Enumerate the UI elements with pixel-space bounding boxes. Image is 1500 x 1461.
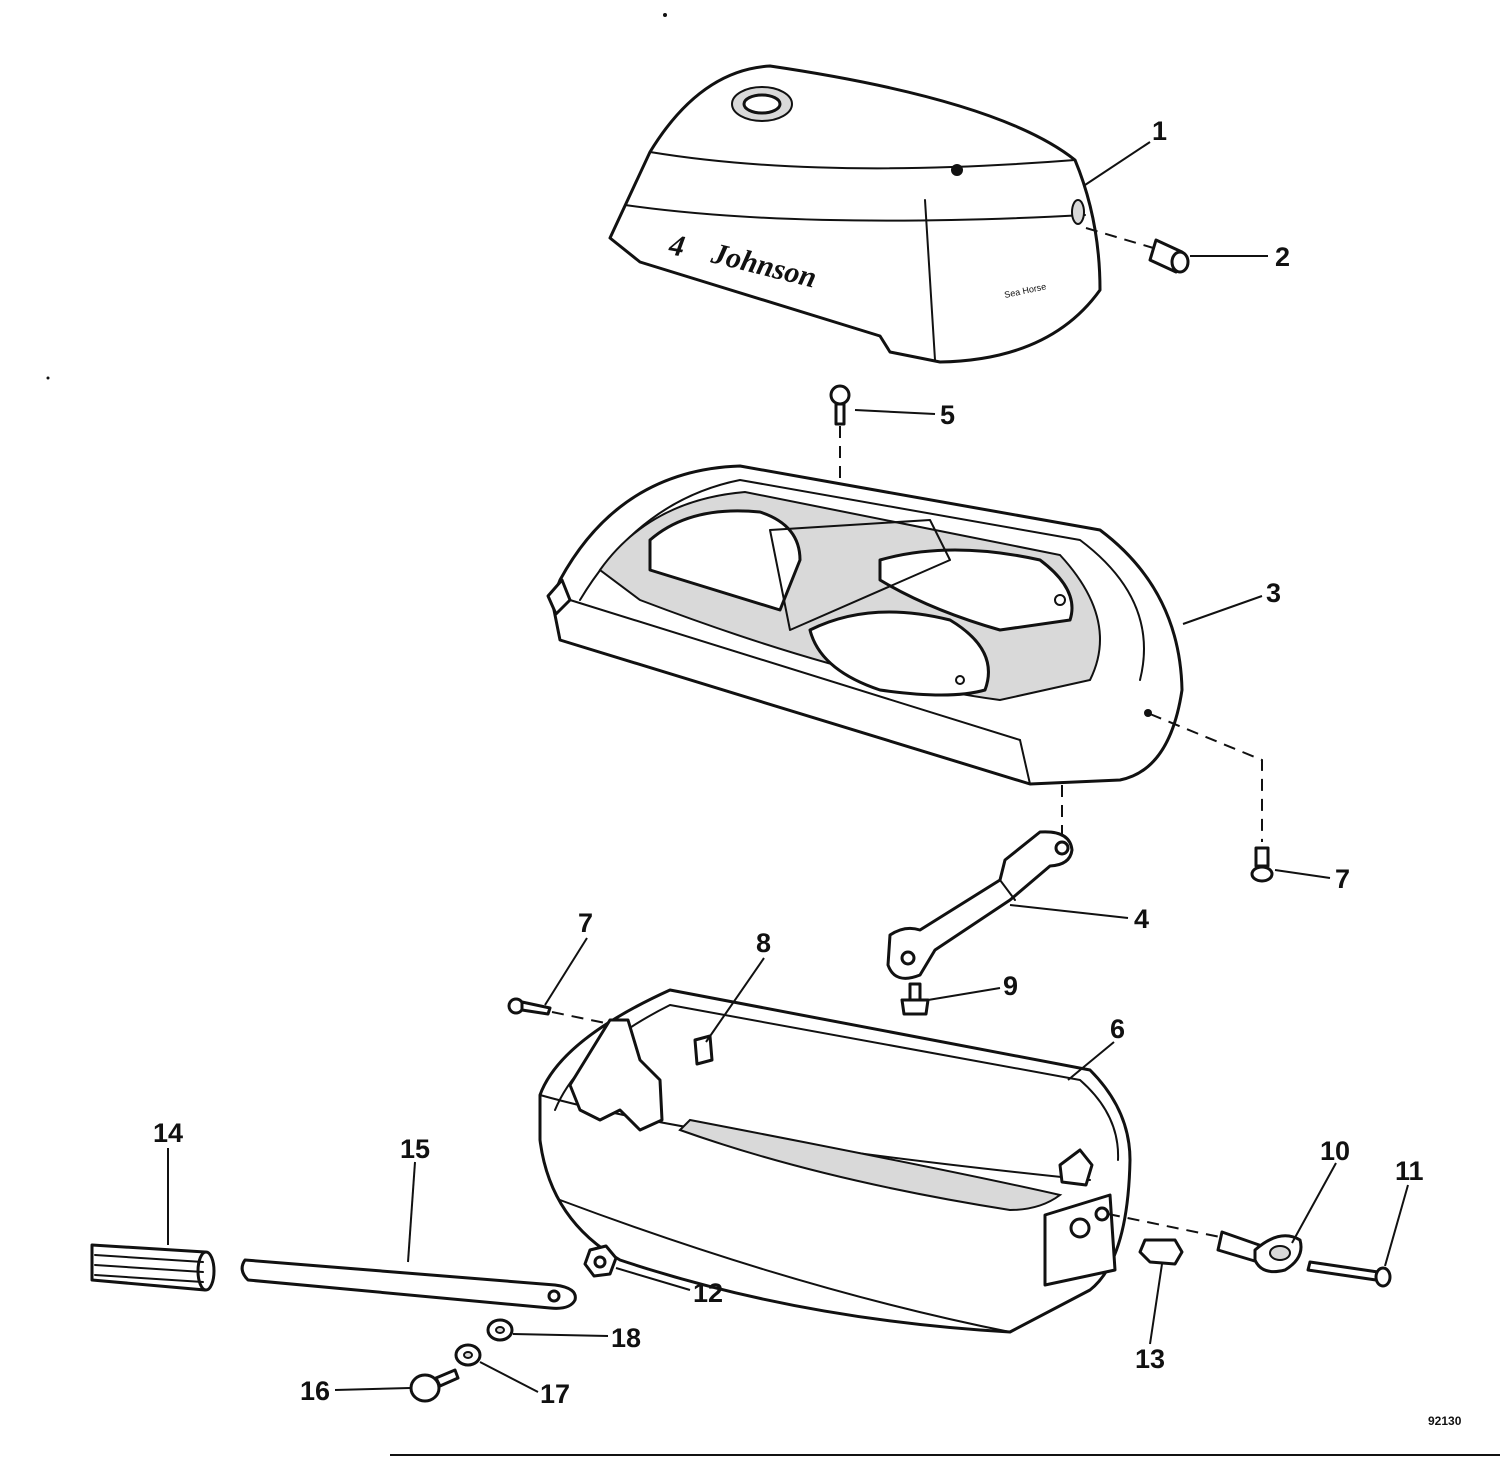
leader-lines — [167, 141, 1409, 1393]
screw-left — [507, 997, 611, 1025]
callout-17: 17 — [540, 1379, 570, 1409]
bottom-cover-pan — [538, 988, 1226, 1334]
callout-12: 12 — [693, 1278, 723, 1308]
cover-latch — [1216, 1230, 1303, 1274]
callout-4: 4 — [1134, 904, 1149, 934]
handle-bolt — [409, 1368, 460, 1403]
callout-2: 2 — [1275, 242, 1290, 272]
callout-13: 13 — [1135, 1344, 1165, 1374]
callout-11: 11 — [1395, 1156, 1424, 1186]
washer-17 — [454, 1343, 482, 1367]
washer-18 — [486, 1318, 514, 1342]
callout-1: 1 — [1152, 116, 1167, 146]
callout-8: 8 — [756, 928, 771, 958]
screw-right — [1250, 846, 1274, 883]
cover-model-number: 4 — [666, 228, 687, 263]
lower-motor-cover — [546, 464, 1263, 842]
figure-number: 92130 — [1428, 1414, 1462, 1428]
callout-16: 16 — [300, 1376, 330, 1406]
callout-3: 3 — [1266, 578, 1281, 608]
callout-9: 9 — [1003, 971, 1018, 1001]
callout-6: 6 — [1110, 1014, 1125, 1044]
callout-15: 15 — [400, 1134, 430, 1164]
cover-bracket — [886, 830, 1074, 980]
handle-grip — [90, 1243, 216, 1292]
motor-cover-upper: 4 Johnson Sea Horse — [608, 64, 1102, 364]
callout-7-left: 7 — [578, 908, 593, 938]
callout-10: 10 — [1320, 1136, 1350, 1166]
callout-5: 5 — [940, 400, 955, 430]
bracket-bolt — [900, 982, 930, 1016]
hex-nut — [583, 1244, 618, 1278]
callout-7-right: 7 — [1335, 864, 1350, 894]
cover-hole — [951, 164, 963, 176]
grommet-fitting — [1138, 1238, 1184, 1266]
callout-18: 18 — [611, 1323, 641, 1353]
steering-handle — [240, 1258, 577, 1310]
cover-side-hole — [1071, 199, 1085, 225]
latch-screw — [1306, 1260, 1392, 1288]
callout-labels: 1 2 3 4 5 6 7 7 8 9 10 11 12 13 14 15 16… — [153, 116, 1424, 1409]
callout-14: 14 — [153, 1118, 183, 1148]
grommet — [1085, 227, 1190, 274]
